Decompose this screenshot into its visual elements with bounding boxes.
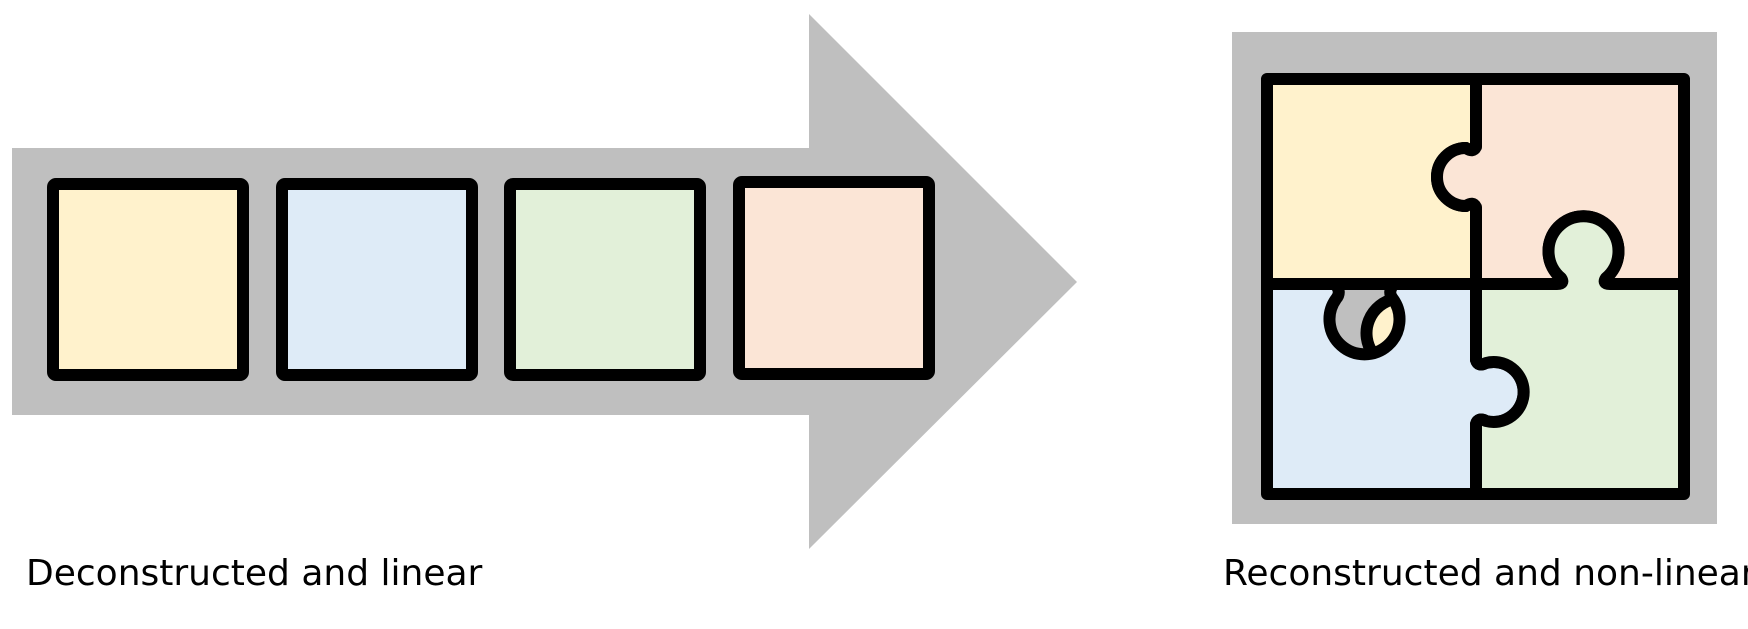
caption-nonlinear: Reconstructed and non-linear — [1223, 553, 1748, 594]
block-1 — [47, 178, 249, 381]
block-2 — [276, 178, 478, 381]
caption-linear: Deconstructed and linear — [26, 553, 483, 594]
nonlinear-panel — [1232, 32, 1717, 524]
puzzle-piece-bottom-right — [1470, 210, 1690, 500]
block-3 — [504, 178, 706, 381]
puzzle-frame — [1261, 73, 1690, 500]
block-4 — [733, 176, 935, 380]
linear-panel — [12, 14, 1077, 549]
